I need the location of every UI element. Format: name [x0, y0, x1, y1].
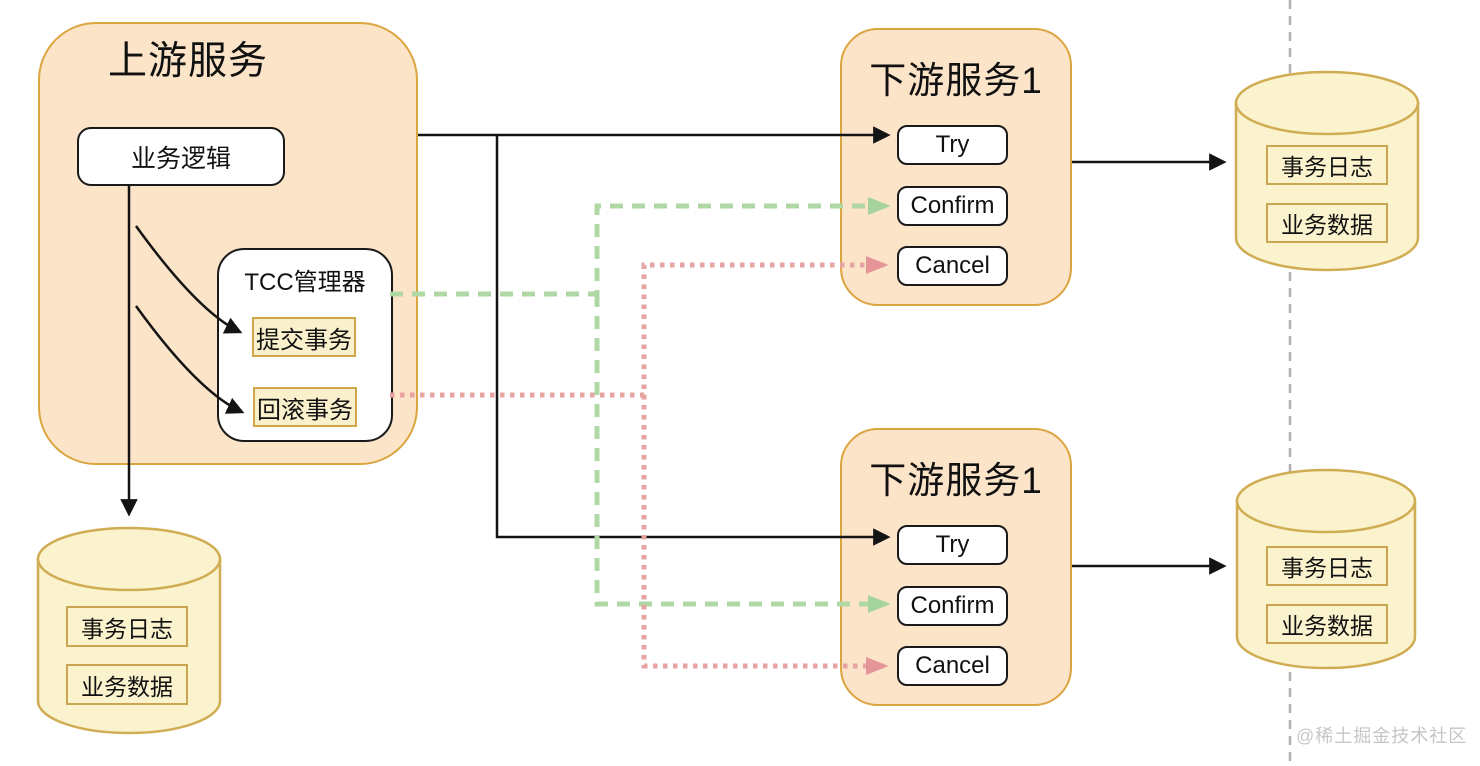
rollback-transaction-label: 回滚事务 [257, 396, 353, 424]
try-node-bottom: Try [897, 525, 1008, 565]
commit-transaction-label: 提交事务 [256, 326, 352, 354]
upstream-db-transaction-log-label: 事务日志 [66, 606, 188, 647]
cancel-label-bottom: Cancel [915, 652, 990, 679]
downstream2-db-transaction-log-label: 事务日志 [1266, 546, 1388, 586]
commit-transaction-chip: 提交事务 [252, 317, 356, 357]
watermark-text: @稀土掘金技术社区 [1296, 726, 1468, 746]
cancel-arrow-top [390, 256, 889, 398]
upstream-db-business-data-label: 业务数据 [66, 664, 188, 705]
try-node-top: Try [897, 125, 1008, 165]
downstream1-db-transaction-log-label: 事务日志 [1266, 145, 1388, 185]
try-label-top: Try [935, 131, 970, 158]
cancel-node-bottom: Cancel [897, 646, 1008, 686]
upstream-service-title: 上游服务 [107, 40, 268, 83]
confirm-node-bottom: Confirm [897, 586, 1008, 626]
business-logic-label: 业务逻辑 [130, 144, 231, 173]
rollback-transaction-chip: 回滚事务 [253, 387, 357, 427]
cancel-label-top: Cancel [915, 252, 990, 279]
downstream-service1-bottom-title: 下游服务1 [869, 460, 1043, 501]
confirm-label-bottom: Confirm [910, 592, 995, 619]
downstream2-db-business-data-label: 业务数据 [1266, 604, 1388, 644]
confirm-label-top: Confirm [910, 192, 995, 219]
confirm-call-arrows [390, 197, 891, 613]
cancel-call-arrows [390, 256, 889, 675]
confirm-arrow-top [390, 197, 891, 297]
business-logic-node: 业务逻辑 [77, 127, 285, 186]
cancel-node-top: Cancel [897, 246, 1008, 286]
try-arrow-bottom [495, 135, 891, 546]
confirm-node-top: Confirm [897, 186, 1008, 226]
downstream-service1-top-title: 下游服务1 [869, 60, 1043, 101]
try-label-bottom: Try [935, 531, 970, 558]
tcc-manager-title: TCC管理器 [244, 269, 366, 296]
downstream1-db-business-data-label: 业务数据 [1266, 203, 1388, 243]
